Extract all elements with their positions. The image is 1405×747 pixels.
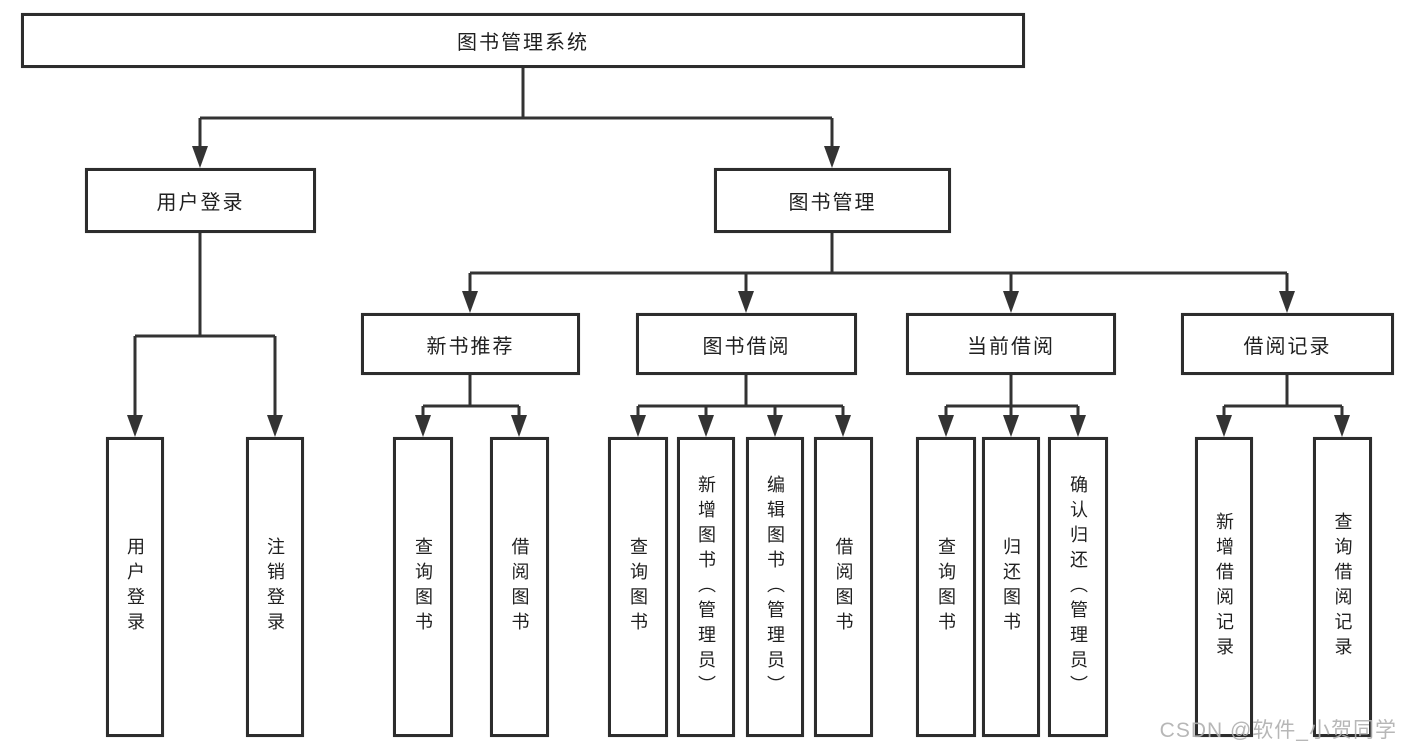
node-label: 借阅图书 <box>509 537 530 637</box>
node-user-login: 用户登录 <box>85 168 316 233</box>
node-borrow-record: 借阅记录 <box>1181 313 1394 375</box>
node-label: 查询图书 <box>413 537 433 637</box>
node-label: 图书管理系统 <box>457 32 589 54</box>
node-label: 新书推荐 <box>426 335 515 358</box>
node-label: 查询图书 <box>628 537 648 637</box>
node-label: 图书管理 <box>788 192 877 214</box>
node-label: 查询借阅记录 <box>1332 512 1353 662</box>
node-leaf-query-book-3: 查询图书 <box>916 437 976 737</box>
node-label: 用户登录 <box>156 192 245 214</box>
node-leaf-query-borrow-record: 查询借阅记录 <box>1313 437 1372 737</box>
node-leaf-borrow-book-1: 借阅图书 <box>490 437 549 737</box>
node-label: 图书借阅 <box>702 335 791 358</box>
node-leaf-return-book: 归还图书 <box>982 437 1040 737</box>
node-leaf-user-login: 用户登录 <box>106 437 164 737</box>
node-label: 确认归还（管理员） <box>1068 474 1088 700</box>
node-label: 查询图书 <box>936 537 956 637</box>
node-label: 编辑图书（管理员） <box>765 474 785 700</box>
node-new-book-recommend: 新书推荐 <box>361 313 580 375</box>
node-label: 归还图书 <box>1001 537 1021 637</box>
node-leaf-query-book-1: 查询图书 <box>393 437 453 737</box>
node-book-borrow: 图书借阅 <box>636 313 857 375</box>
node-leaf-query-book-2: 查询图书 <box>608 437 668 737</box>
node-label: 新增借阅记录 <box>1214 512 1234 662</box>
node-leaf-logout: 注销登录 <box>246 437 304 737</box>
node-leaf-confirm-return-admin: 确认归还（管理员） <box>1048 437 1108 737</box>
node-leaf-add-borrow-record: 新增借阅记录 <box>1195 437 1253 737</box>
node-leaf-edit-book-admin: 编辑图书（管理员） <box>746 437 804 737</box>
csdn-watermark: CSDN @软件_小贺同学 <box>1159 719 1397 742</box>
node-label: 注销登录 <box>265 537 285 637</box>
node-book-management: 图书管理 <box>714 168 951 233</box>
node-label: 新增图书（管理员） <box>696 474 716 700</box>
node-label: 用户登录 <box>125 537 145 637</box>
node-leaf-add-book-admin: 新增图书（管理员） <box>677 437 735 737</box>
node-label: 借阅图书 <box>833 537 854 637</box>
node-current-borrow: 当前借阅 <box>906 313 1116 375</box>
node-library-system: 图书管理系统 <box>21 13 1025 68</box>
node-label: 借阅记录 <box>1243 335 1332 358</box>
node-leaf-borrow-book-2: 借阅图书 <box>814 437 873 737</box>
node-label: 当前借阅 <box>967 335 1055 358</box>
